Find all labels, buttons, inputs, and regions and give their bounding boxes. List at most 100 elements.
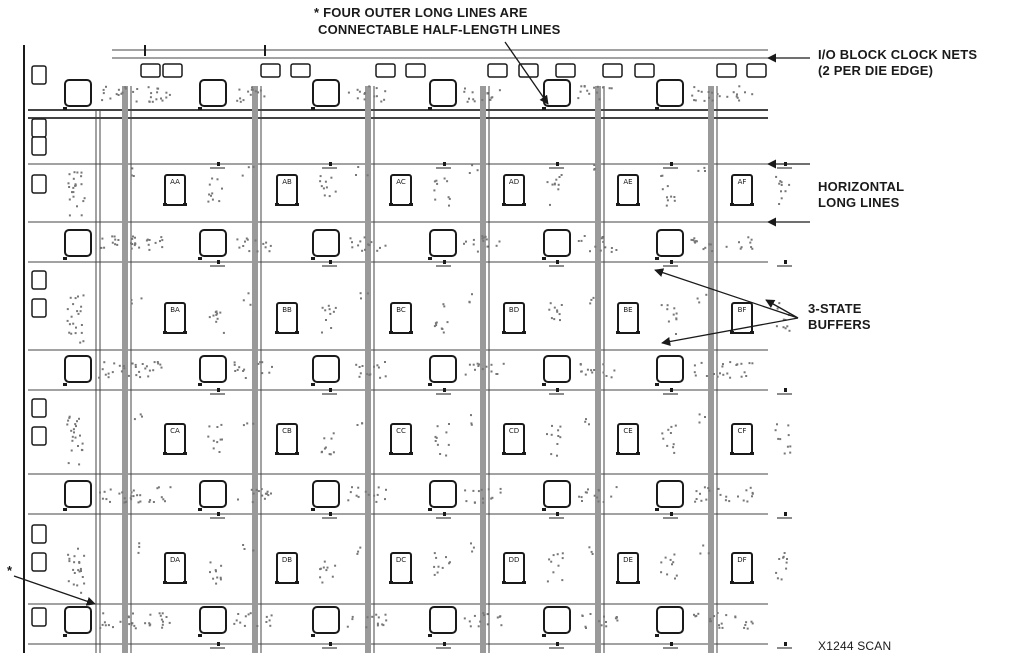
pip-dot bbox=[81, 449, 84, 452]
pip-dot bbox=[159, 363, 162, 366]
pip-dot bbox=[72, 195, 75, 198]
pip-dot bbox=[556, 309, 559, 312]
pip-dot bbox=[160, 618, 163, 621]
pip-dot bbox=[699, 552, 702, 555]
pip-dot bbox=[111, 235, 114, 238]
pip-dot bbox=[138, 545, 141, 548]
pip-dot bbox=[67, 462, 70, 465]
switch-matrix bbox=[429, 606, 457, 634]
pip-dot bbox=[209, 561, 212, 564]
pip-dot bbox=[130, 174, 133, 177]
pip-dot bbox=[602, 363, 605, 366]
pip-dot bbox=[666, 185, 669, 188]
pip-dot bbox=[268, 250, 271, 253]
clb-block bbox=[617, 174, 639, 206]
pip-dot bbox=[72, 191, 75, 194]
pip-dot bbox=[66, 308, 69, 311]
pin-mark bbox=[522, 452, 526, 455]
pip-dot bbox=[470, 422, 473, 425]
pip-dot bbox=[118, 364, 121, 367]
pip-dot bbox=[242, 99, 245, 102]
pip-dot bbox=[470, 542, 472, 545]
pip-dot bbox=[246, 238, 249, 241]
pip-dot bbox=[666, 196, 668, 199]
pip-dot bbox=[150, 92, 153, 95]
pip-dot bbox=[716, 375, 719, 378]
pip-dot bbox=[751, 93, 754, 96]
pip-dot bbox=[165, 616, 168, 618]
pip-dot bbox=[138, 542, 141, 545]
clb-label: BF bbox=[738, 306, 747, 314]
pip-dot bbox=[474, 368, 476, 371]
pip-dot bbox=[77, 295, 79, 298]
pip-dot bbox=[442, 331, 445, 334]
pip-dot bbox=[584, 420, 587, 423]
pip-dot bbox=[673, 451, 676, 454]
io-block bbox=[260, 63, 281, 78]
io-block bbox=[31, 174, 47, 194]
pip-dot bbox=[76, 420, 78, 423]
pin-mark bbox=[295, 581, 299, 584]
pip-dot bbox=[482, 239, 485, 242]
pip-dot bbox=[550, 317, 553, 320]
pip-dot bbox=[553, 318, 556, 321]
pip-dot bbox=[785, 567, 788, 570]
pip-dot bbox=[673, 199, 676, 202]
pip-dot bbox=[599, 249, 602, 252]
pip-dot bbox=[102, 88, 105, 91]
pip-dot bbox=[693, 364, 696, 367]
pip-dot bbox=[671, 563, 673, 566]
pip-dot bbox=[546, 580, 549, 583]
pip-dot bbox=[239, 621, 242, 624]
pip-dot bbox=[481, 235, 484, 238]
pip-dot bbox=[583, 85, 586, 87]
pip-dot bbox=[264, 246, 267, 249]
pip-dot bbox=[483, 614, 485, 617]
io-block bbox=[31, 298, 47, 318]
pip-dot bbox=[605, 621, 607, 623]
pip-dot bbox=[109, 97, 112, 100]
pip-dot bbox=[73, 431, 75, 434]
pip-dot bbox=[329, 453, 332, 456]
pin-mark bbox=[655, 634, 659, 637]
pip-dot bbox=[435, 324, 438, 327]
pip-dot bbox=[78, 561, 81, 564]
pin-mark bbox=[730, 331, 734, 334]
pip-dot bbox=[67, 553, 70, 556]
pip-dot bbox=[100, 246, 103, 249]
pip-dot bbox=[148, 500, 151, 503]
pip-dot bbox=[775, 325, 778, 328]
pip-dot bbox=[131, 362, 134, 365]
pip-dot bbox=[79, 310, 82, 313]
pin-mark bbox=[428, 257, 432, 260]
pip-dot bbox=[144, 367, 147, 370]
pip-dot bbox=[718, 626, 721, 629]
pip-dot bbox=[732, 91, 735, 94]
scan-id: X1244 SCAN bbox=[818, 639, 892, 653]
pin-mark bbox=[428, 107, 432, 110]
pip-dot bbox=[361, 422, 364, 425]
clb-label: DA bbox=[170, 556, 180, 564]
pip-dot bbox=[139, 376, 142, 379]
pip-dot bbox=[578, 495, 581, 498]
pip-dot bbox=[747, 236, 750, 239]
pip-dot bbox=[776, 307, 779, 310]
pin-mark bbox=[389, 452, 393, 455]
pip-dot bbox=[437, 565, 440, 568]
pip-dot bbox=[79, 341, 82, 344]
pip-dot bbox=[486, 623, 489, 626]
pip-dot bbox=[581, 615, 584, 617]
pip-dot bbox=[357, 166, 360, 168]
pip-dot bbox=[720, 622, 723, 625]
pip-dot bbox=[719, 493, 722, 496]
pip-dot bbox=[368, 244, 371, 247]
pip-dot bbox=[165, 96, 168, 99]
tbuf-mark bbox=[443, 388, 446, 392]
pip-dot bbox=[134, 366, 137, 368]
pip-dot bbox=[675, 574, 678, 577]
pip-dot bbox=[321, 331, 323, 334]
pip-dot bbox=[375, 95, 378, 98]
pip-dot bbox=[162, 498, 165, 501]
pip-dot bbox=[561, 557, 564, 560]
pip-dot bbox=[580, 496, 583, 499]
